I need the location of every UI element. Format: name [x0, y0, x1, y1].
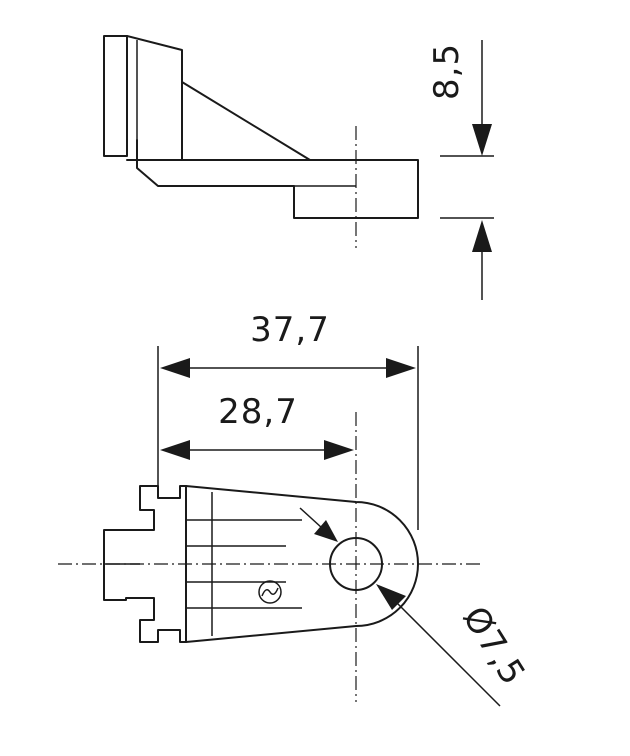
- mounting-hole: [329, 537, 383, 591]
- height-arrow-top: [472, 124, 492, 156]
- side-view: 8,5: [103, 35, 494, 300]
- diameter-arrow-top: [314, 520, 338, 542]
- side-view-arm: [181, 159, 419, 219]
- side-view-plate: [103, 35, 128, 157]
- top-view-body: [185, 485, 419, 643]
- side-view-plate-front: [126, 35, 183, 161]
- side-view-rib: [181, 81, 311, 161]
- height-arrow-bottom: [472, 220, 492, 252]
- side-view-plate-bevel: [136, 139, 183, 187]
- diameter-leader: [381, 587, 501, 707]
- diameter-arrow-bottom: [376, 584, 406, 610]
- top-view: 37,7 28,7 Ø7,5: [58, 310, 533, 707]
- hole-offset-label: 28,7: [218, 392, 298, 432]
- screw-icon: [258, 580, 282, 604]
- height-dimension-label: 8,5: [427, 43, 467, 100]
- hole-diameter-label: Ø7,5: [454, 600, 533, 693]
- overall-length-label: 37,7: [250, 310, 330, 350]
- top-view-plate: [103, 485, 187, 643]
